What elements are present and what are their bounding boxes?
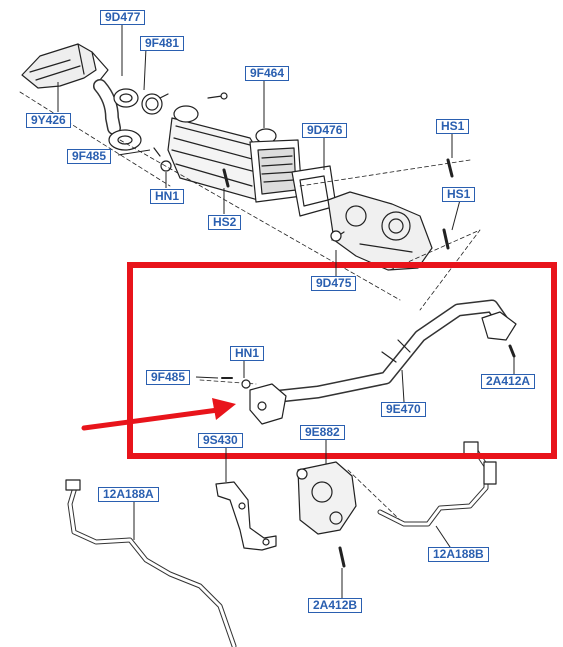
label-2a412b: 2A412B: [308, 598, 363, 613]
intake-tube-part: [93, 79, 142, 151]
egr-valve-part: [327, 191, 433, 271]
hose-left-part: [65, 479, 237, 647]
label-9f485-lower: 9F485: [146, 370, 191, 385]
hose-right-part: [377, 441, 497, 527]
fasteners-upper: [153, 147, 454, 250]
valve-part: [296, 461, 357, 568]
label-hs1-upper: HS1: [436, 119, 470, 134]
label-hn1-lower: HN1: [230, 346, 265, 361]
label-9y426: 9Y426: [26, 113, 71, 128]
label-12a188b: 12A188B: [428, 547, 489, 562]
label-9e470: 9E470: [381, 402, 426, 417]
heat-shield-part: [21, 43, 109, 89]
egr-cooler-part: [167, 92, 303, 203]
highlight-box: [127, 262, 557, 459]
clamp-part: [141, 93, 169, 115]
label-hs2: HS2: [208, 215, 242, 230]
label-9f464: 9F464: [245, 66, 290, 81]
label-9f481: 9F481: [140, 36, 185, 51]
egr-tube-part: [221, 299, 517, 425]
label-2a412a: 2A412A: [481, 374, 536, 389]
leader-lines: [57, 24, 515, 598]
pointer-arrow: [81, 398, 236, 431]
label-12a188a: 12A188A: [98, 487, 159, 502]
bracket-part: [215, 481, 277, 551]
label-9f485-upper: 9F485: [67, 149, 112, 164]
label-hn1-upper: HN1: [150, 189, 185, 204]
assembly-lines: [19, 91, 481, 521]
label-9e882: 9E882: [300, 425, 345, 440]
label-9s430: 9S430: [198, 433, 243, 448]
label-9d477: 9D477: [100, 10, 146, 25]
label-9d476: 9D476: [302, 123, 348, 138]
label-9d475: 9D475: [311, 276, 357, 291]
label-hs1-lower: HS1: [442, 187, 476, 202]
